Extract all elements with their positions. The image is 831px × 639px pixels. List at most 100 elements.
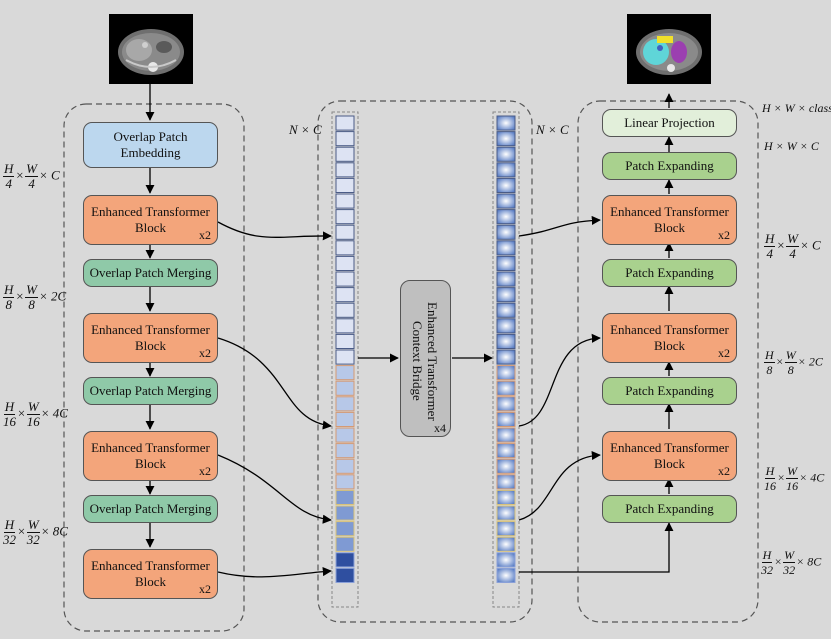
output-token <box>496 396 516 412</box>
output-token <box>496 505 516 521</box>
decoder-block-1-label: Enhanced Transformer Block <box>610 204 729 235</box>
output-token <box>496 318 516 334</box>
encoder-block-2-repeat: x2 <box>199 346 211 360</box>
input-token <box>335 146 355 162</box>
output-token <box>496 162 516 178</box>
input-token <box>335 536 355 552</box>
context-bridge: Enhanced Transformer Context Bridge x4 <box>400 280 451 437</box>
output-token <box>496 411 516 427</box>
input-token <box>335 302 355 318</box>
output-token <box>496 240 516 256</box>
encoder-group <box>63 103 245 632</box>
input-token <box>335 552 355 568</box>
input-token <box>335 443 355 459</box>
encoder-skip-connections <box>217 221 332 578</box>
output-token <box>496 287 516 303</box>
input-token <box>335 458 355 474</box>
decoder-block-3-label: Enhanced Transformer Block <box>610 440 729 471</box>
encoder-block-2-label: Enhanced Transformer Block <box>91 322 210 353</box>
input-token <box>335 474 355 490</box>
input-token <box>335 177 355 193</box>
decoder-block-3-repeat: x2 <box>718 464 730 478</box>
patch-expanding-1: Patch Expanding <box>602 152 737 180</box>
input-token <box>335 193 355 209</box>
output-token <box>496 115 516 131</box>
overlap-patch-embedding: Overlap Patch Embedding <box>83 122 218 168</box>
input-token <box>335 521 355 537</box>
input-tokens <box>335 115 355 584</box>
input-token <box>335 115 355 131</box>
output-token <box>496 146 516 162</box>
patch-expanding-3: Patch Expanding <box>602 377 737 405</box>
input-token <box>335 489 355 505</box>
input-token <box>335 505 355 521</box>
output-token <box>496 427 516 443</box>
overlap-patch-merging-2: Overlap Patch Merging <box>83 377 218 405</box>
context-bridge-repeat: x4 <box>434 421 446 435</box>
segmentation-output-image <box>627 14 711 84</box>
output-token <box>496 458 516 474</box>
input-token <box>335 365 355 381</box>
merge-3-label: Overlap Patch Merging <box>89 501 212 516</box>
output-token <box>496 365 516 381</box>
input-token <box>335 318 355 334</box>
output-tokens <box>496 115 516 584</box>
decoder-skip-connections <box>518 215 674 573</box>
output-token-column <box>492 111 520 608</box>
dim-right-class: H × W × class <box>762 101 831 115</box>
decoder-block-2-label: Enhanced Transformer Block <box>610 322 729 353</box>
output-token <box>496 552 516 568</box>
input-token <box>335 240 355 256</box>
output-token <box>496 302 516 318</box>
bridge-group <box>317 100 533 623</box>
encoder-block-1-repeat: x2 <box>199 228 211 242</box>
patch-expanding-4: Patch Expanding <box>602 495 737 523</box>
merge-1-label: Overlap Patch Merging <box>89 265 212 280</box>
input-token <box>335 209 355 225</box>
input-token <box>335 131 355 147</box>
input-token <box>335 255 355 271</box>
input-token <box>335 349 355 365</box>
output-token <box>496 380 516 396</box>
output-token <box>496 333 516 349</box>
expand-4-label: Patch Expanding <box>625 501 714 516</box>
output-token <box>496 474 516 490</box>
output-token <box>496 271 516 287</box>
output-token <box>496 521 516 537</box>
overlap-patch-merging-1: Overlap Patch Merging <box>83 259 218 287</box>
encoder-block-3-repeat: x2 <box>199 464 211 478</box>
context-bridge-label: Enhanced Transformer Context Bridge <box>410 301 440 421</box>
output-token <box>496 255 516 271</box>
input-token <box>335 333 355 349</box>
decoder-block-1-repeat: x2 <box>718 228 730 242</box>
overlap-patch-embedding-label: Overlap Patch Embedding <box>113 129 188 160</box>
encoder-block-3-label: Enhanced Transformer Block <box>91 440 210 471</box>
ct-input-image <box>109 14 193 84</box>
output-token <box>496 224 516 240</box>
patch-expanding-2: Patch Expanding <box>602 259 737 287</box>
dim-right-c: H × W × C <box>764 139 819 153</box>
decoder-group <box>577 100 759 623</box>
output-token-dim-label: N × C <box>536 122 569 137</box>
output-token <box>496 131 516 147</box>
input-token <box>335 380 355 396</box>
expand-2-label: Patch Expanding <box>625 265 714 280</box>
input-token-column <box>331 111 359 608</box>
output-token <box>496 209 516 225</box>
input-token <box>335 427 355 443</box>
input-token <box>335 271 355 287</box>
